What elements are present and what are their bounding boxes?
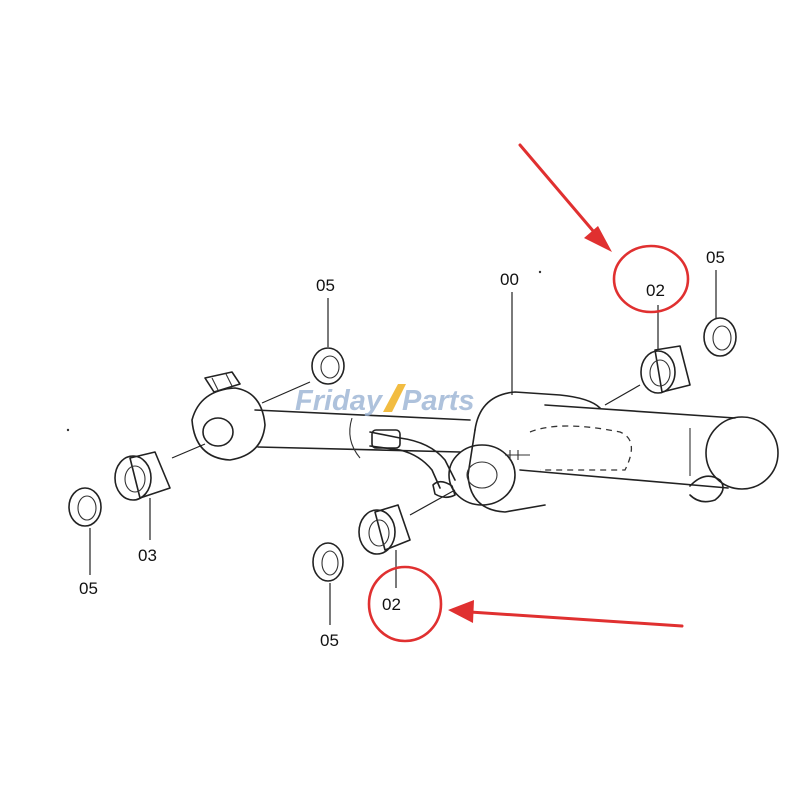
speck <box>538 270 542 274</box>
highlight-annotations <box>367 143 690 643</box>
bushing-upper <box>640 345 691 394</box>
rod-eye <box>191 371 266 461</box>
arrow-lower <box>448 600 684 628</box>
seal-far-left <box>68 487 102 527</box>
label-main: 00 <box>500 270 519 289</box>
watermark-slash <box>383 384 406 412</box>
seal-top-right <box>703 317 737 357</box>
label-seal-top-right: 05 <box>706 248 725 267</box>
piston-rod <box>254 409 471 459</box>
bushing-left <box>114 451 171 501</box>
label-seal-bottom-center: 05 <box>320 631 339 650</box>
part-labels: 00 05 05 02 03 05 05 02 <box>79 248 725 650</box>
label-seal-top-center: 05 <box>316 276 335 295</box>
speck <box>66 428 70 432</box>
watermark-left: Friday <box>295 385 384 417</box>
label-bushing-left: 03 <box>138 546 157 565</box>
hydraulic-pipe <box>369 429 456 499</box>
highlight-circle-upper <box>612 244 690 314</box>
seal-bottom-center <box>312 542 344 582</box>
bushing-lower <box>358 504 411 555</box>
arrow-upper <box>518 143 612 252</box>
highlight-circle-lower <box>367 565 443 643</box>
watermark: Friday Parts <box>295 384 475 417</box>
label-seal-far-left: 05 <box>79 579 98 598</box>
cylinder-tube <box>519 404 779 503</box>
watermark-right: Parts <box>402 385 475 417</box>
seal-top-center <box>311 347 345 385</box>
cylinder-head <box>448 391 601 513</box>
leader-lines <box>89 270 717 625</box>
label-bushing-lower: 02 <box>382 595 401 614</box>
label-bushing-upper: 02 <box>646 281 665 300</box>
